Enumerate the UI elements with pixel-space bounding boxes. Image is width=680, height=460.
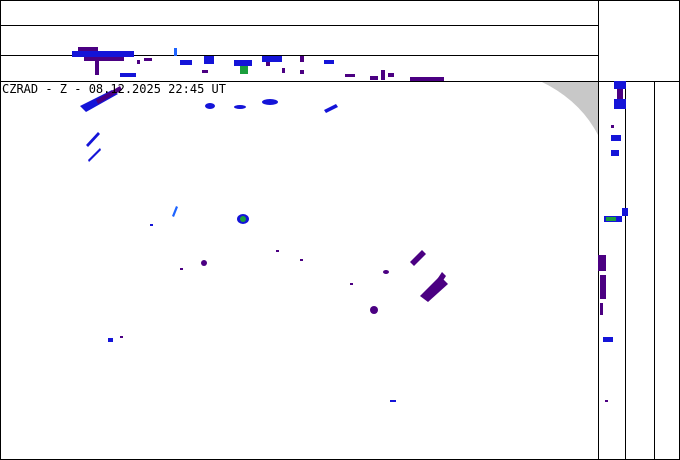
right-profile-echoes [598,81,628,402]
map-title: CZRAD - Z - 08.12.2025 22:45 UT [2,82,226,96]
precipitation-echoes [80,86,448,402]
no-coverage-area [540,81,598,135]
top-profile-echoes [72,47,444,81]
